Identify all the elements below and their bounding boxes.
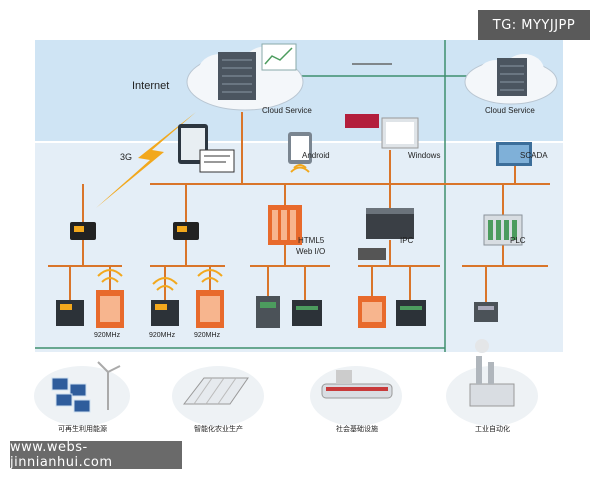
android-phone-icon — [288, 132, 312, 173]
frequency-label-3: 920MHz — [194, 332, 221, 339]
ipc-box-icon — [358, 208, 414, 260]
web-io-label: Web I/O — [296, 247, 325, 256]
web-io-module-icon — [268, 205, 302, 245]
3g-label: 3G — [120, 152, 132, 162]
frequency-label-1: 920MHz — [94, 332, 121, 339]
cloud-link — [35, 40, 510, 352]
sector-label-automation: 工业自动化 — [475, 424, 510, 433]
tablet-icon — [178, 124, 235, 173]
watermark-tg: TG: MYYJJPP — [478, 10, 590, 40]
sector-label-agriculture: 智能化农业生产 — [194, 424, 243, 433]
cloud-left — [186, 43, 304, 111]
windows-label: Windows — [408, 151, 440, 160]
scada-label: SCADA — [520, 151, 548, 160]
cloud-right — [464, 54, 558, 105]
html5-label: HTML5 — [298, 236, 325, 245]
scada-monitor-icon — [496, 142, 532, 166]
dashboard-screen-icon — [261, 43, 297, 71]
gateway-device-icon — [70, 222, 199, 240]
internet-label: Internet — [132, 80, 169, 92]
windows-laptop-icon — [345, 114, 419, 149]
plc-label: PLC — [510, 236, 526, 245]
sector-automation — [446, 339, 538, 426]
sector-label-infrastructure: 社会基础设施 — [336, 424, 378, 433]
cloud-service-label-left: Cloud Service — [262, 106, 312, 115]
cloud-service-label-right: Cloud Service — [485, 106, 535, 115]
frequency-label-2: 920MHz — [149, 332, 176, 339]
sector-label-renewable: 可再生利用能源 — [58, 424, 107, 433]
sector-agriculture — [172, 366, 264, 426]
wireless-signal-icon — [97, 269, 223, 291]
android-label: Android — [302, 151, 330, 160]
field-devices — [56, 290, 498, 328]
watermark-website: www.webs-jinnianhui.com — [10, 440, 182, 470]
sector-infrastructure — [310, 366, 402, 426]
plc-module-icon — [483, 214, 523, 246]
ipc-label: IPC — [400, 236, 414, 245]
field-bus — [48, 112, 550, 302]
sector-renewable — [34, 361, 130, 426]
